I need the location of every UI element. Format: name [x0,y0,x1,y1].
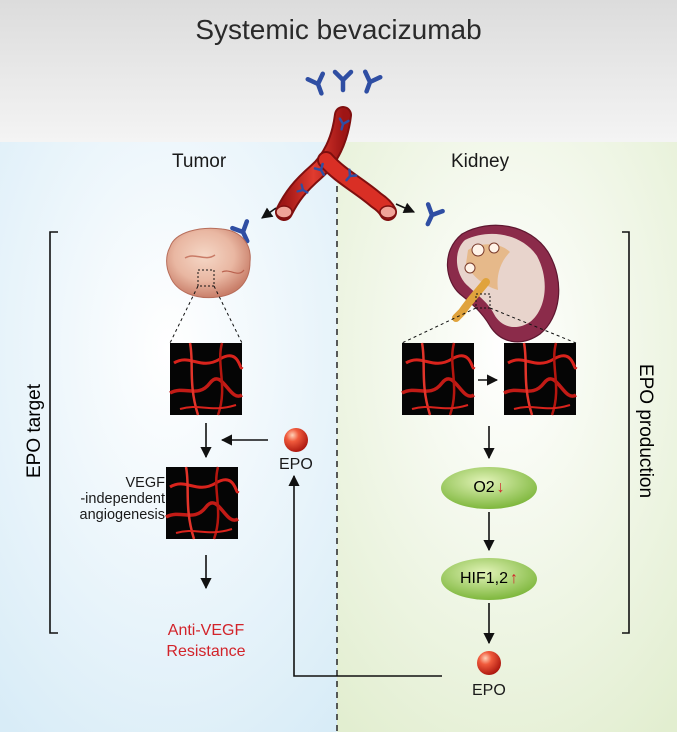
arrow-to-tumor-antibody [261,207,277,219]
epo-right-label: EPO [472,682,506,699]
epo-target-label: EPO target [24,384,45,478]
down-arrow-icon: ↓ [496,479,505,496]
vessel-micrograph [164,465,240,541]
right-bracket [622,231,630,634]
vessel-micrograph [400,341,476,417]
epo-production-label: EPO production [635,363,656,499]
vessel-micrograph [502,341,578,417]
hif-text: HIF1,2 [459,570,508,587]
hif-label: HIF1,2 ↑ [441,568,537,590]
tumor-label: Tumor [172,151,227,172]
diagram-title: Systemic bevacizumab [195,14,482,45]
o2-label: O2 ↓ [441,477,537,499]
tumor-image [166,227,251,299]
blood-vessel-icon [275,106,397,221]
arrow-to-kidney-antibody [395,202,416,214]
feedback-arrow [288,474,442,677]
o2-ellipse [441,467,537,509]
epo-sphere-icon [477,651,501,675]
kidney-icon [446,224,560,343]
o2-text: O2 [473,479,495,496]
epo-left-label: EPO [279,456,313,473]
hif-ellipse [441,558,537,600]
vessel-micrograph [168,341,244,417]
up-arrow-icon: ↑ [510,570,518,587]
left-bracket [49,231,58,634]
vegf-independent-label: VEGF -independent angiogenesis [79,475,165,523]
anti-vegf-resistance-label: Anti-VEGF Resistance [166,622,246,660]
kidney-label: Kidney [451,151,510,172]
epo-sphere-icon [284,428,308,452]
